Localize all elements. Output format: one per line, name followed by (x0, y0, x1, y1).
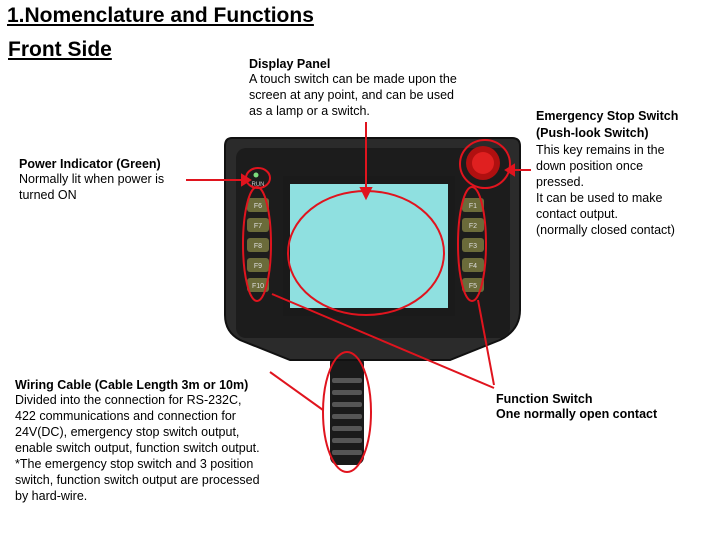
emergency-stop-title: Emergency Stop Switch (Push-look Switch) (536, 109, 679, 140)
display-panel-title: Display Panel (249, 57, 331, 71)
key-f10-label: F10 (252, 283, 264, 290)
right-function-keys (462, 198, 484, 292)
power-indicator-description: Normally lit when power is turned ON (19, 172, 165, 202)
key-f2-label: F2 (469, 223, 477, 230)
emergency-stop-callout-text: Emergency Stop Switch (Push-look Switch)… (536, 108, 716, 238)
emergency-stop-description: This key remains in the down position on… (536, 143, 675, 237)
power-indicator-callout-text: Power Indicator (Green) Normally lit whe… (19, 157, 194, 203)
display-panel-callout-text: Display Panel A touch switch can be made… (249, 57, 499, 119)
power-label: RUN (252, 182, 265, 188)
right-keys-callout (457, 186, 487, 302)
key-f3-label: F3 (469, 243, 477, 250)
key-f4-label: F4 (469, 263, 477, 270)
function-switch-description: One normally open contact (496, 407, 658, 421)
function-switch-callout-text: Function Switch One normally open contac… (496, 392, 706, 422)
cable-ridges (332, 378, 362, 455)
function-switch-leader-left (271, 293, 495, 389)
wiring-cable-title: Wiring Cable (Cable Length 3m or 10m) (15, 378, 249, 392)
wiring-cable-graphic (330, 355, 364, 465)
left-function-keys (247, 198, 269, 292)
power-indicator-title: Power Indicator (Green) (19, 157, 161, 171)
emergency-stop-callout (459, 139, 511, 189)
key-f6-label: F6 (254, 203, 262, 210)
power-indicator-led (253, 172, 259, 178)
key-f1-label: F1 (469, 203, 477, 210)
key-f9-label: F9 (254, 263, 262, 270)
key-f8-label: F8 (254, 243, 262, 250)
wiring-cable-callout-text: Wiring Cable (Cable Length 3m or 10m) Di… (15, 378, 315, 504)
cable-callout (322, 351, 372, 473)
page-title: 1.Nomenclature and Functions (7, 4, 314, 27)
display-panel-description: A touch switch can be made upon the scre… (249, 72, 457, 118)
function-switch-title: Function Switch (496, 392, 593, 406)
wiring-cable-leader (269, 371, 324, 411)
wiring-cable-description: Divided into the connection for RS-232C,… (15, 393, 260, 503)
left-keys-callout (242, 186, 272, 302)
page-subtitle: Front Side (8, 38, 112, 61)
function-switch-leader-right (477, 299, 495, 386)
key-f5-label: F5 (469, 283, 477, 290)
display-panel-screen (290, 184, 448, 308)
key-f7-label: F7 (254, 223, 262, 230)
